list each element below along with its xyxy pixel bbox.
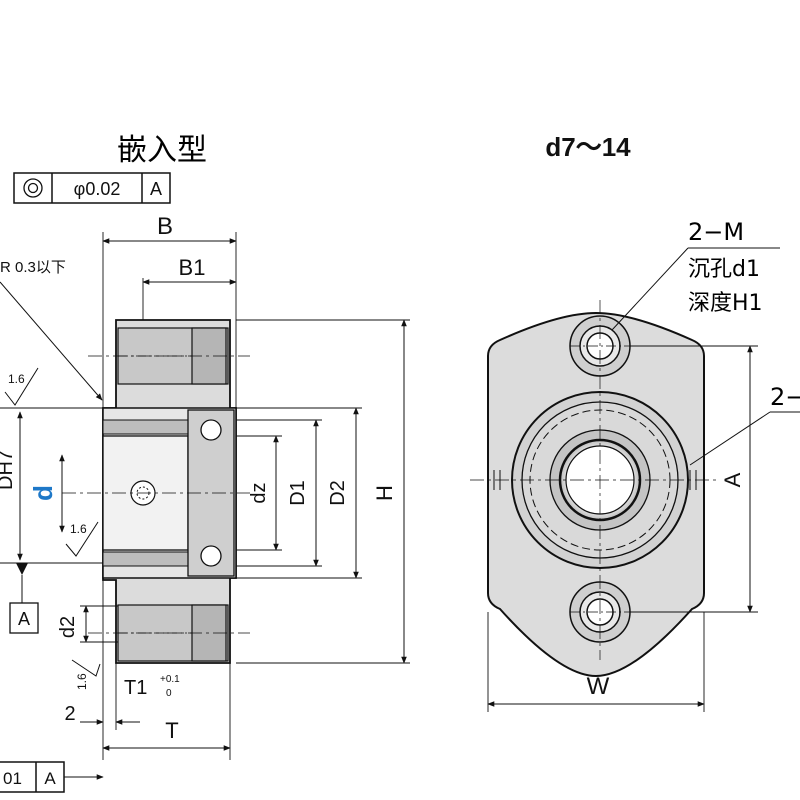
tolerance-datum-top: A	[150, 179, 162, 199]
label-depth: 深度H1	[688, 291, 763, 316]
svg-text:A: A	[18, 609, 30, 629]
svg-text:1.6: 1.6	[70, 522, 87, 536]
label-d2: d2	[57, 616, 79, 638]
label-2-right: 2−	[770, 383, 800, 411]
dimension-B1: B1	[142, 255, 237, 285]
label-T1-upper: +0.1	[160, 674, 180, 685]
label-T: T	[165, 718, 178, 743]
dimension-2: 2	[64, 703, 140, 725]
roughness-symbol-bottom: 1.6	[71, 659, 101, 690]
concentricity-icon	[23, 178, 43, 198]
dimension-d: d	[28, 454, 65, 533]
svg-text:1.6: 1.6	[8, 372, 25, 386]
concentricity-tolerance-frame: φ0.02 A	[13, 172, 171, 204]
perpendicularity-tolerance-frame: 01 A	[0, 761, 104, 793]
label-H: H	[372, 485, 397, 501]
roughness-symbol-top: 1.6	[4, 367, 39, 406]
datum-A-symbol: A	[9, 563, 39, 634]
dimension-T: T	[102, 718, 231, 751]
dimension-D2: D2	[327, 407, 359, 579]
label-A: A	[720, 472, 745, 487]
dimension-T1: T1 +0.1 0	[124, 674, 180, 699]
label-D1: D1	[287, 480, 309, 506]
tolerance-datum-bottom: A	[44, 769, 56, 788]
label-D2: D2	[327, 480, 349, 506]
dimension-B: B	[102, 213, 237, 244]
label-W: W	[587, 673, 610, 700]
label-DH7: DH7	[0, 450, 17, 490]
label-dz: dz	[248, 482, 270, 503]
dimension-A: A	[720, 345, 753, 613]
svg-text:1.6: 1.6	[75, 673, 89, 690]
hole-callout: 2−M 沉孔d1 深度H1	[611, 218, 780, 331]
right-callout: 2−	[689, 383, 800, 466]
roughness-symbol-mid: 1.6	[65, 521, 99, 557]
extension-lines	[0, 232, 410, 760]
tolerance-value-top: φ0.02	[74, 179, 121, 199]
right-view-title: d7～14	[545, 132, 631, 162]
label-B1: B1	[179, 255, 206, 280]
tolerance-value-bottom: 01	[3, 769, 22, 788]
label-2-M: 2−M	[688, 218, 744, 246]
label-2: 2	[64, 703, 75, 725]
dimension-H: H	[372, 319, 407, 664]
front-view-extension-lines	[487, 345, 758, 712]
front-view	[470, 300, 720, 678]
label-B: B	[157, 213, 173, 240]
label-T1: T1	[124, 677, 147, 699]
corner-radius-note: R 0.3以下	[0, 259, 66, 276]
corner-leader	[0, 281, 103, 401]
dimension-dz: dz	[248, 435, 279, 551]
label-d: d	[28, 485, 58, 501]
dimension-d2: d2	[57, 605, 118, 643]
left-view-title: 嵌入型	[117, 133, 207, 168]
dimension-D1: D1	[287, 419, 319, 567]
dimension-DH7: DH7	[0, 411, 23, 561]
label-counterbore: 沉孔d1	[688, 257, 760, 282]
label-T1-lower: 0	[166, 688, 172, 699]
dimension-W: W	[487, 673, 705, 707]
section-view	[62, 319, 250, 664]
